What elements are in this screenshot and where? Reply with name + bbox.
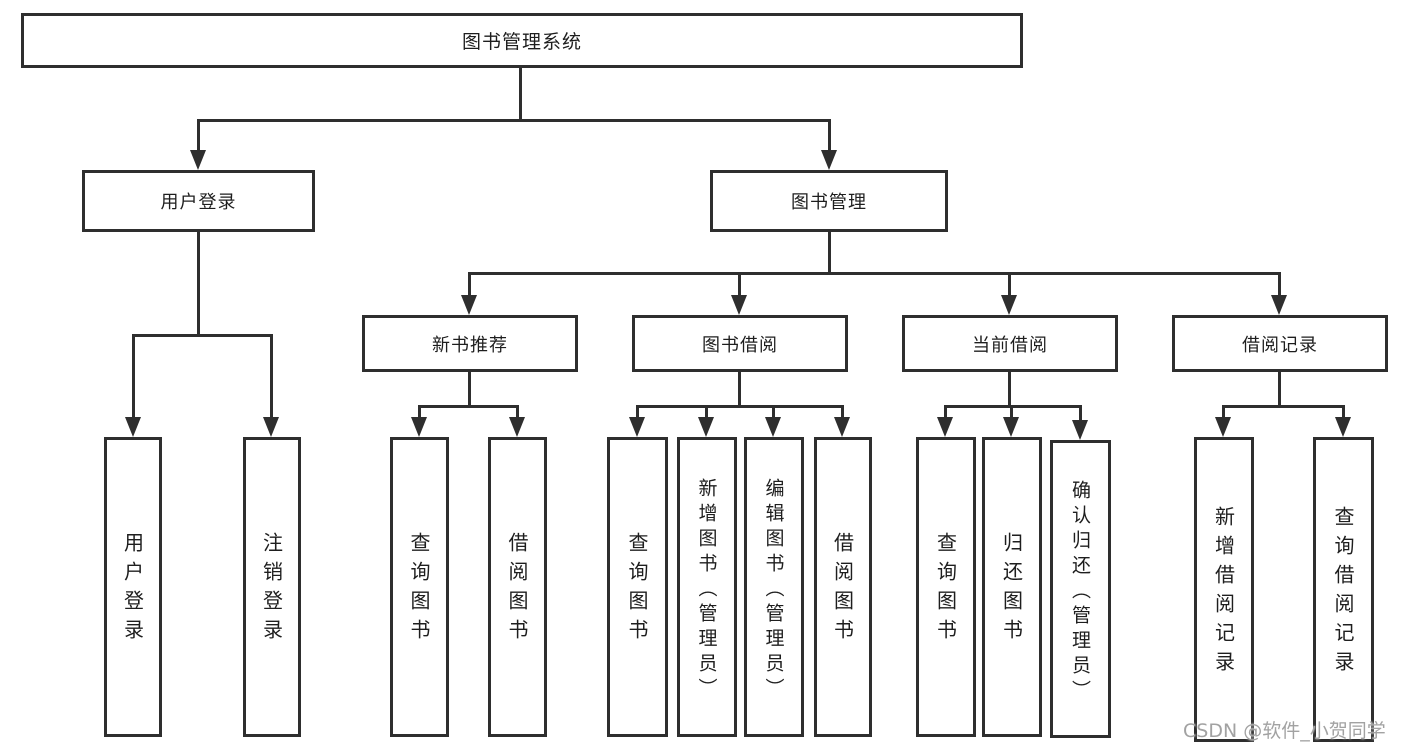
connector-line — [944, 405, 1082, 408]
node-library-system: 图书管理系统 — [21, 13, 1023, 68]
arrow-down-icon — [1072, 420, 1088, 440]
connector-line — [519, 68, 522, 121]
connector-line — [636, 405, 639, 417]
connector-line — [1278, 272, 1281, 297]
arrow-down-icon — [461, 295, 477, 315]
arrow-down-icon — [1271, 295, 1287, 315]
node-leaf-borrow-books-borrowing: 借阅图书 — [814, 437, 872, 737]
arrow-down-icon — [629, 417, 645, 437]
connector-line — [841, 405, 844, 417]
node-leaf-logout: 注销登录 — [243, 437, 301, 737]
connector-line — [468, 272, 1281, 275]
node-leaf-query-books-recommend: 查询图书 — [390, 437, 449, 737]
connector-line — [132, 334, 273, 337]
node-book-borrowing: 图书借阅 — [632, 315, 848, 372]
arrow-down-icon — [1003, 417, 1019, 437]
connector-line — [828, 232, 831, 274]
arrow-down-icon — [509, 417, 525, 437]
connector-line — [738, 372, 741, 408]
connector-line — [944, 405, 947, 417]
connector-line — [197, 119, 200, 151]
connector-line — [1342, 405, 1345, 417]
node-leaf-edit-books-admin: 编辑图书（管理员） — [744, 437, 804, 737]
connector-line — [705, 405, 708, 417]
connector-line — [738, 272, 741, 297]
node-leaf-confirm-return-admin: 确认归还（管理员） — [1050, 440, 1111, 738]
connector-line — [197, 119, 831, 122]
connector-line — [1008, 372, 1011, 408]
arrow-down-icon — [698, 417, 714, 437]
connector-line — [636, 405, 844, 408]
node-leaf-query-borrow-record: 查询借阅记录 — [1313, 437, 1374, 742]
connector-line — [197, 232, 200, 336]
node-leaf-query-books-borrowing: 查询图书 — [607, 437, 668, 737]
node-book-management: 图书管理 — [710, 170, 948, 232]
arrow-down-icon — [125, 417, 141, 437]
node-leaf-add-books-admin: 新增图书（管理员） — [677, 437, 737, 737]
arrow-down-icon — [1335, 417, 1351, 437]
connector-line — [418, 405, 421, 417]
arrow-down-icon — [1215, 417, 1231, 437]
connector-line — [418, 405, 519, 408]
connector-line — [132, 334, 135, 417]
node-leaf-return-books: 归还图书 — [982, 437, 1042, 737]
node-leaf-query-books-current: 查询图书 — [916, 437, 976, 737]
node-current-borrowing: 当前借阅 — [902, 315, 1118, 372]
connector-line — [468, 372, 471, 408]
connector-line — [516, 405, 519, 417]
connector-line — [1008, 272, 1011, 297]
arrow-down-icon — [937, 417, 953, 437]
arrow-down-icon — [834, 417, 850, 437]
arrow-down-icon — [1001, 295, 1017, 315]
connector-line — [1222, 405, 1344, 408]
connector-line — [828, 119, 831, 151]
watermark: CSDN @软件_小贺同学 — [1183, 720, 1386, 742]
node-user-login: 用户登录 — [82, 170, 315, 232]
node-new-book-recommend: 新书推荐 — [362, 315, 578, 372]
node-borrowing-records: 借阅记录 — [1172, 315, 1388, 372]
connector-line — [270, 334, 273, 417]
arrow-down-icon — [821, 150, 837, 170]
connector-line — [1222, 405, 1225, 417]
connector-line — [772, 405, 775, 417]
arrow-down-icon — [263, 417, 279, 437]
node-leaf-add-borrow-record: 新增借阅记录 — [1194, 437, 1254, 742]
node-leaf-borrow-books-recommend: 借阅图书 — [488, 437, 547, 737]
arrow-down-icon — [190, 150, 206, 170]
arrow-down-icon — [731, 295, 747, 315]
node-leaf-user-login: 用户登录 — [104, 437, 162, 737]
connector-line — [1010, 405, 1013, 417]
connector-line — [1079, 405, 1082, 420]
arrow-down-icon — [765, 417, 781, 437]
arrow-down-icon — [411, 417, 427, 437]
connector-line — [468, 272, 471, 297]
connector-line — [1278, 372, 1281, 408]
